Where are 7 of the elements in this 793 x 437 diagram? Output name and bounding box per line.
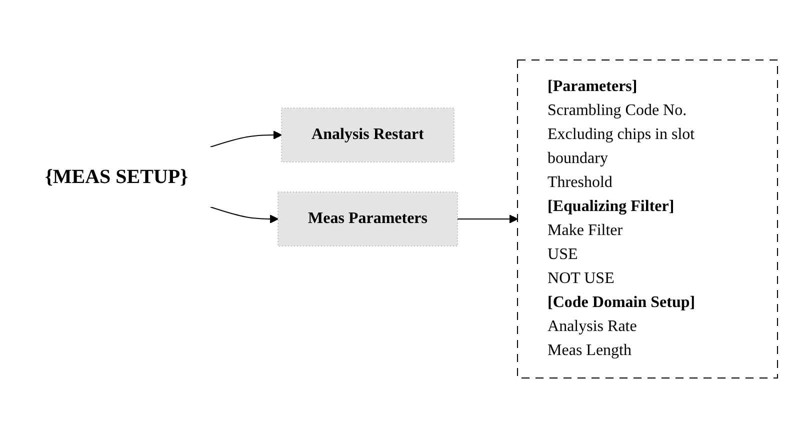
node-box: Meas Parameters: [278, 191, 458, 246]
arrow: [210, 206, 279, 223]
node-box: Analysis Restart: [281, 107, 455, 162]
arrow: [457, 214, 518, 223]
arrow: [210, 130, 282, 147]
node-box: [Parameters] Scrambling Code No. Excluding chips in slot boundary Threshold [Equalizing Filter] Make Filter USE NOT USE [Code Domain Setup] Analysis Rate Meas Length: [517, 59, 778, 378]
node-text: {MEAS SETUP}: [45, 166, 188, 188]
